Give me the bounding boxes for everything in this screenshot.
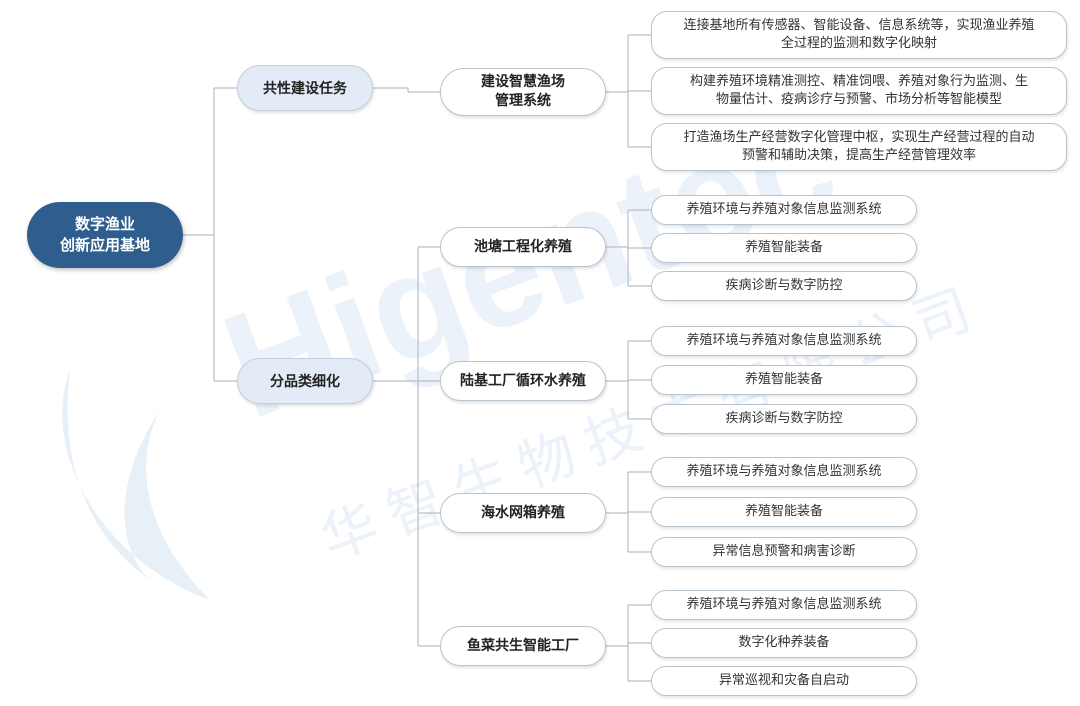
group-pond-aquaculture: 池塘工程化养殖: [440, 227, 606, 267]
group-aquaponics-factory: 鱼菜共生智能工厂: [440, 626, 606, 666]
leaf-marine-item-1: 养殖环境与养殖对象信息监测系统: [651, 457, 917, 487]
leaf-marine-item-3: 异常信息预警和病害诊断: [651, 537, 917, 567]
leaf-land-item-1: 养殖环境与养殖对象信息监测系统: [651, 326, 917, 356]
group-land-based-recirculating: 陆基工厂循环水养殖: [440, 361, 606, 401]
category-common-tasks: 共性建设任务: [237, 65, 373, 111]
group-marine-cage: 海水网箱养殖: [440, 493, 606, 533]
leaf-pond-item-1: 养殖环境与养殖对象信息监测系统: [651, 195, 917, 225]
leaf-aquaponics-item-2: 数字化种养装备: [651, 628, 917, 658]
leaf-pond-item-2: 养殖智能装备: [651, 233, 917, 263]
leaf-marine-item-2: 养殖智能装备: [651, 497, 917, 527]
category-by-type: 分品类细化: [237, 358, 373, 404]
leaf-land-item-3: 疾病诊断与数字防控: [651, 404, 917, 434]
leaf-system-item-2: 构建养殖环境精准测控、精准饲喂、养殖对象行为监测、生 物量估计、疫病诊疗与预警、…: [651, 67, 1067, 115]
leaf-system-item-3: 打造渔场生产经营数字化管理中枢，实现生产经营过程的自动 预警和辅助决策，提高生产…: [651, 123, 1067, 171]
leaf-pond-item-3: 疾病诊断与数字防控: [651, 271, 917, 301]
root-node: 数字渔业 创新应用基地: [27, 202, 183, 268]
group-smart-fishery-system: 建设智慧渔场 管理系统: [440, 68, 606, 116]
leaf-aquaponics-item-3: 异常巡视和灾备自启动: [651, 666, 917, 696]
leaf-system-item-1: 连接基地所有传感器、智能设备、信息系统等，实现渔业养殖 全过程的监测和数字化映射: [651, 11, 1067, 59]
leaf-aquaponics-item-1: 养殖环境与养殖对象信息监测系统: [651, 590, 917, 620]
leaf-land-item-2: 养殖智能装备: [651, 365, 917, 395]
